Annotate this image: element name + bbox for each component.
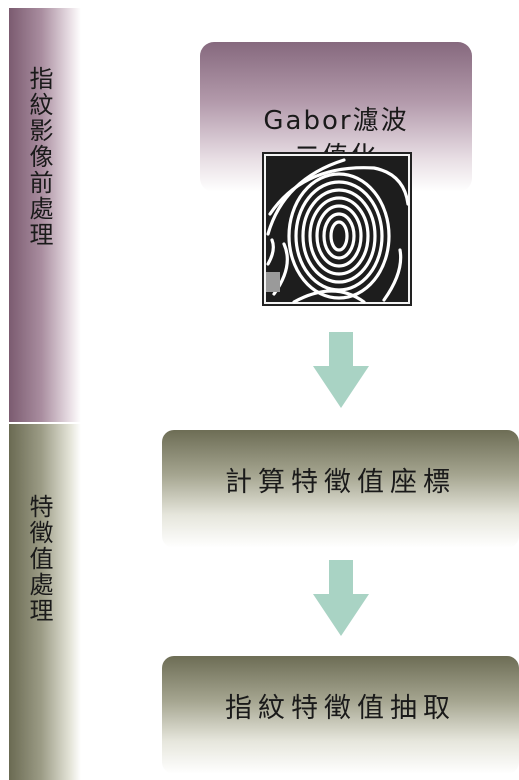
compute-features-text: 計算特徵值座標 — [225, 467, 456, 498]
preprocess-label: 指紋影像前處理 — [25, 66, 53, 248]
preprocess-band — [9, 8, 81, 422]
feature-band — [9, 424, 81, 780]
fingerprint-image — [262, 152, 412, 306]
feature-label: 特徵值處理 — [25, 494, 53, 624]
extract-features-box: 指紋特徵值抽取 — [162, 656, 519, 774]
arrow-down-icon — [313, 332, 369, 408]
fingerprint-icon — [264, 154, 410, 304]
extract-features-text: 指紋特徵值抽取 — [225, 693, 456, 724]
arrow-down-icon — [313, 560, 369, 636]
gabor-title: Gabor濾波 — [263, 106, 409, 136]
compute-features-box: 計算特徵值座標 — [162, 430, 519, 548]
